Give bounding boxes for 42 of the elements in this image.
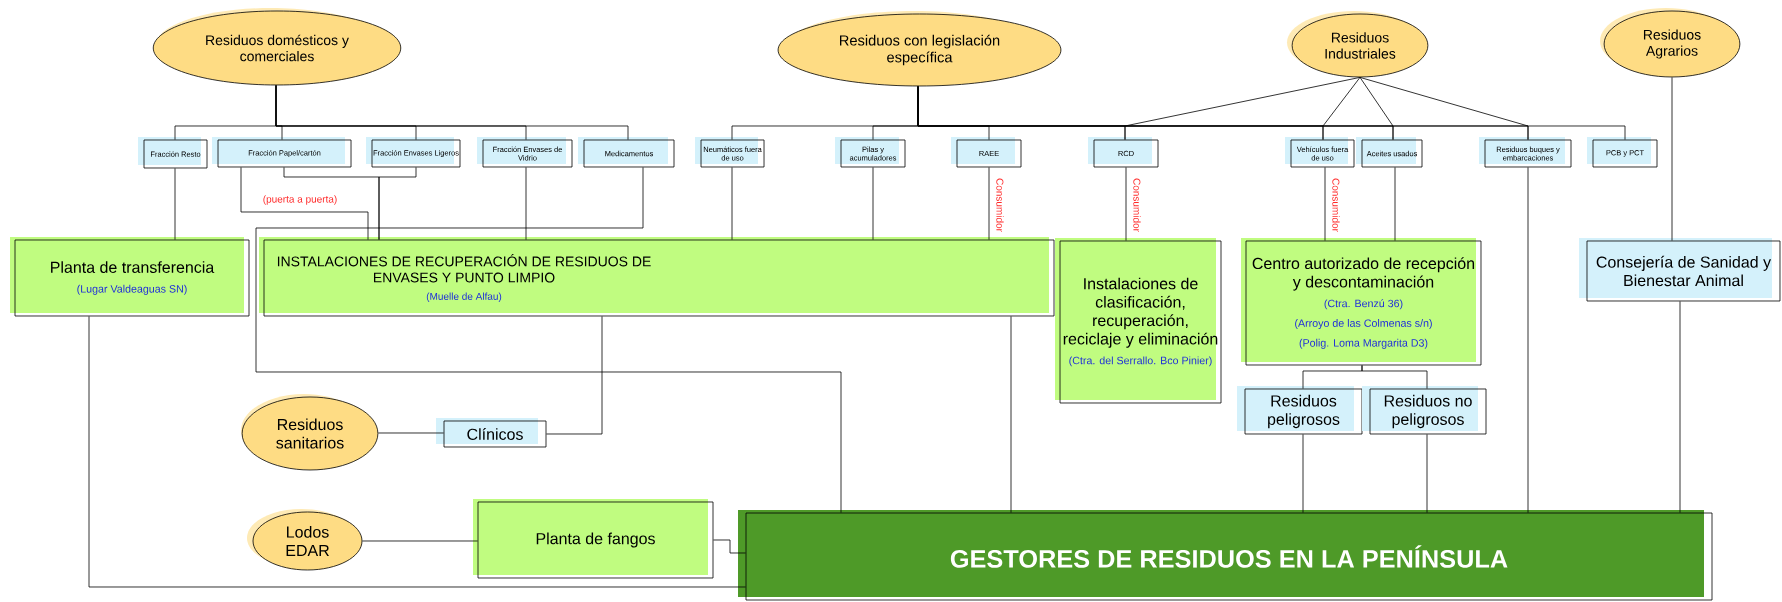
connector-line: [1359, 77, 1394, 140]
authority-box: Consejería de Sanidad y Bienestar Animal: [1579, 238, 1781, 302]
connector-line: [1679, 301, 1681, 513]
destination-box: GESTORES DE RESIDUOS EN LA PENÍNSULA: [738, 510, 1713, 601]
connector-line: [255, 167, 842, 513]
connector-line: [988, 167, 990, 240]
waste-type-box: Clínicos: [436, 418, 547, 448]
connector-line: [174, 168, 176, 240]
facility-box: Planta de fangos: [473, 499, 714, 579]
connector-line: [1394, 167, 1396, 241]
connector-line: [1010, 316, 1012, 513]
connector-line: [713, 539, 746, 554]
edge-label: Consumidor: [996, 178, 1004, 232]
connector-line: [1426, 434, 1428, 513]
connector-line: [1527, 167, 1529, 513]
facility-box: Centro autorizado de recepción y descontaminación (Ctra. Benzú 36) (Arroyo de las Colmenas s/n) (Polig. Loma Margarita D3): [1241, 238, 1482, 366]
connector-line: [1324, 167, 1326, 241]
connector-line: [1302, 434, 1304, 513]
connector-line: [1671, 77, 1673, 241]
waste-type-box: Residuos peligrosos: [1237, 386, 1363, 435]
waste-type-box: Residuos no peligrosos: [1362, 386, 1487, 435]
edge-label: Consumidor: [1133, 178, 1141, 232]
facility-box: Planta de transferencia (Lugar Valdeaguas SN): [10, 237, 250, 317]
connector-line: [1124, 77, 1361, 140]
connector-line: [1359, 77, 1529, 140]
connector-line: [731, 167, 733, 240]
connector-line: [88, 316, 746, 588]
connector-line: [1125, 167, 1127, 241]
facility-box: Instalaciones de clasificación, recuperación, reciclaje y eliminación (Ctra. del Serrallo. Bco Pinier): [1055, 238, 1222, 404]
connector-line: [872, 167, 874, 240]
facility-box: INSTALACIONES DE RECUPERACIÓN DE RESIDUOS DE ENVASES Y PUNTO LIMPIO (Muelle de Alfau): [259, 237, 1055, 317]
connector-line: [1361, 365, 1428, 389]
connector-line: [275, 85, 629, 140]
edge-label: Consumidor: [1332, 178, 1340, 232]
connector-line: [378, 167, 417, 240]
connector-line: [1322, 77, 1361, 140]
connector-line: [546, 316, 603, 435]
connector-line: [240, 167, 369, 240]
connector-line: [525, 167, 527, 240]
connector-line: [377, 432, 444, 434]
connector-line: [362, 540, 478, 542]
edge-label: (puerta a puerta): [263, 195, 337, 205]
